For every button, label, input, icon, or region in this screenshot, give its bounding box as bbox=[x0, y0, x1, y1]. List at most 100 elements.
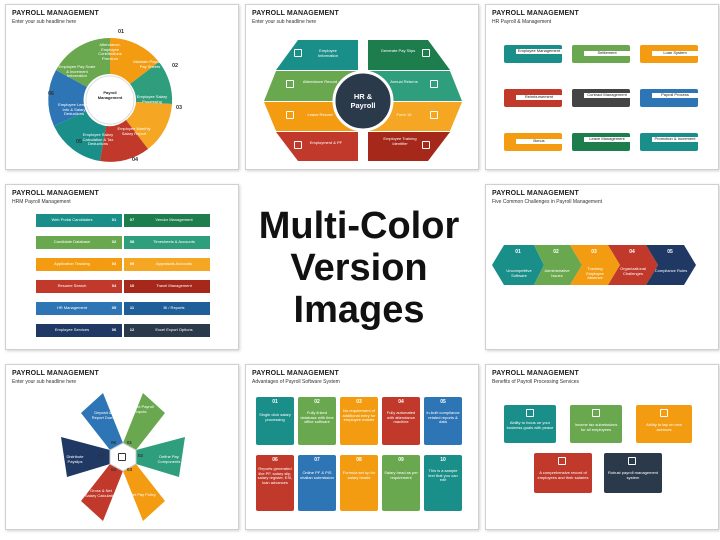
benefit-text-1: Ability to focus on your business goals … bbox=[506, 420, 554, 430]
left-text-6: Employee Services bbox=[54, 327, 90, 332]
right-num-4: 10 bbox=[129, 283, 135, 288]
advantage-num-10: 10 bbox=[440, 457, 446, 463]
challenge-5-text: Compliance Rules bbox=[654, 268, 688, 273]
pf-icon bbox=[294, 141, 302, 149]
step-6-text: Employee Leaves Info & Salary Deductions bbox=[58, 102, 90, 117]
left-num-6: 06 bbox=[111, 327, 117, 332]
grid-label-6: Payroll Process bbox=[652, 92, 698, 98]
advantage-text-8: Formula set up for salary heads bbox=[342, 470, 376, 480]
step-5-text: Employee Salary Calculation & Tax Deduct… bbox=[82, 132, 114, 147]
left-num-1: 01 bbox=[111, 217, 117, 222]
attendance-icon bbox=[286, 80, 294, 88]
right-bar-6 bbox=[124, 324, 210, 337]
benefit-text-5: Robust payroll management system bbox=[607, 470, 659, 480]
step-2-number: 02 bbox=[172, 63, 179, 69]
right-item-1: Generate Pay Slips bbox=[380, 48, 416, 53]
wheel-num-1: 01 bbox=[127, 440, 133, 445]
right-num-6: 12 bbox=[129, 327, 135, 332]
advantage-text-2: Fully linked database with time office s… bbox=[300, 410, 334, 425]
advantage-card-9 bbox=[382, 455, 420, 511]
step-2-text: Maintain Paydas & Pay Sheets bbox=[133, 59, 167, 69]
advantage-num-4: 04 bbox=[398, 399, 404, 405]
right-item-4: Employee Training Identifier bbox=[383, 136, 417, 146]
left-num-2: 02 bbox=[111, 239, 117, 244]
left-text-2: Candidate Database bbox=[53, 239, 91, 244]
wheel-num-5: 05 bbox=[98, 453, 104, 458]
slide-thumbnail-7[interactable]: PAYROLL MANAGEMENT Advantages of Payroll… bbox=[245, 364, 479, 530]
left-item-3: Leave Record bbox=[307, 112, 333, 117]
challenge-2-number: 02 bbox=[553, 249, 559, 255]
slide-subtitle: HRM Payroll Management bbox=[12, 199, 71, 205]
left-text-1: Web Portal Candidates bbox=[51, 217, 93, 222]
right-text-2: Timesheets & Accounts bbox=[153, 239, 195, 244]
challenge-4-text: Organizational Challenges bbox=[620, 266, 646, 276]
right-num-2: 08 bbox=[129, 239, 135, 244]
right-bar-1 bbox=[124, 214, 210, 227]
benefit-card-2 bbox=[570, 405, 622, 443]
advantage-text-9: Salary head as per requirement bbox=[384, 470, 418, 480]
system-icon bbox=[628, 457, 636, 465]
advantage-text-6: Reports generated like PF, salary slip, … bbox=[257, 466, 293, 485]
tax-icon bbox=[592, 409, 600, 417]
slide-thumbnail-1[interactable]: PAYROLL MANAGEMENT Enter your sub headli… bbox=[5, 4, 239, 170]
wheel-item-6: Deposit & Report Dues bbox=[91, 410, 115, 420]
slide-subtitle: Benefits of Payroll Processing Services bbox=[492, 379, 579, 385]
step-7-text: Employee Pay Scale & Increment Informati… bbox=[58, 64, 96, 79]
left-item-1: Employee Information bbox=[317, 48, 338, 58]
challenge-3-number: 03 bbox=[591, 249, 597, 255]
segment-2 bbox=[130, 62, 173, 104]
slide-subtitle: HR Payroll & Management bbox=[492, 19, 552, 25]
wheel-item-3: Set Pay Policy bbox=[130, 492, 156, 497]
left-bar-4 bbox=[36, 280, 122, 293]
left-item-2: Attendance Record bbox=[302, 79, 338, 84]
slide-subtitle: Enter your sub headline here bbox=[252, 19, 317, 25]
wheel-item-1: Collect Payroll Inputs bbox=[128, 404, 154, 414]
wheel-item-2: Define Pay Components bbox=[157, 454, 181, 464]
benefit-text-2: Income tax submissions for all employees bbox=[574, 422, 618, 432]
wheel-num-3: 03 bbox=[127, 467, 133, 472]
advantage-text-10: This is a sample text that you can edit bbox=[428, 468, 458, 483]
wheel-num-6: 06 bbox=[111, 440, 117, 445]
right-num-3: 09 bbox=[129, 261, 135, 266]
benefit-card-3 bbox=[636, 405, 692, 443]
right-bar-5 bbox=[124, 302, 210, 315]
benefit-card-1 bbox=[504, 405, 556, 443]
advantage-card-4 bbox=[382, 397, 420, 445]
right-num-1: 07 bbox=[129, 217, 135, 222]
right-item-2: Annual Returns bbox=[390, 79, 418, 84]
slide-title: PAYROLL MANAGEMENT bbox=[252, 370, 339, 377]
segment-7 bbox=[56, 38, 110, 87]
leave-icon bbox=[286, 111, 294, 119]
slide-thumbnail-3[interactable]: PAYROLL MANAGEMENT HR Payroll & Manageme… bbox=[485, 4, 719, 170]
slide-thumbnail-8[interactable]: PAYROLL MANAGEMENT Benefits of Payroll P… bbox=[485, 364, 719, 530]
benefit-text-3: Ability to tap on new avenues bbox=[646, 422, 682, 432]
right-item-3: Form 16 bbox=[396, 112, 412, 117]
right-bar-4 bbox=[124, 280, 210, 293]
advantage-num-1: 01 bbox=[272, 399, 278, 405]
payslip-icon bbox=[422, 49, 430, 57]
advantage-card-1 bbox=[256, 397, 294, 445]
left-bar-2 bbox=[36, 236, 122, 249]
slide-thumbnail-6[interactable]: PAYROLL MANAGEMENT Enter your sub headli… bbox=[5, 364, 239, 530]
employee-icon bbox=[294, 49, 302, 57]
slide-thumbnail-2[interactable]: PAYROLL MANAGEMENT Enter your sub headli… bbox=[245, 4, 479, 170]
slide-subtitle: Enter your sub headline here bbox=[12, 19, 77, 25]
slide-title: PAYROLL MANAGEMENT bbox=[12, 190, 99, 197]
challenges-hexagons bbox=[492, 245, 696, 285]
left-num-4: 04 bbox=[111, 283, 117, 288]
headline: Multi-Color Version Images bbox=[258, 205, 460, 331]
wheel-num-2: 02 bbox=[138, 453, 144, 458]
advantage-card-10 bbox=[424, 455, 462, 511]
wheel-item-5: Distribute Payslips bbox=[66, 454, 84, 464]
slide-title: PAYROLL MANAGEMENT bbox=[492, 190, 579, 197]
record-icon bbox=[558, 457, 566, 465]
step-3-number: 03 bbox=[176, 105, 183, 111]
slide-thumbnail-5[interactable]: PAYROLL MANAGEMENT Five Common Challenge… bbox=[485, 184, 719, 350]
slide-thumbnail-4[interactable]: PAYROLL MANAGEMENT HRM Payroll Managemen… bbox=[5, 184, 239, 350]
advantage-card-8 bbox=[340, 455, 378, 511]
slide-title: PAYROLL MANAGEMENT bbox=[492, 370, 579, 377]
right-text-1: Vendor Management bbox=[155, 217, 193, 222]
segment-5 bbox=[54, 111, 106, 161]
grid-label-9: Promotion & Increment bbox=[652, 136, 698, 142]
advantage-text-7: Online PF & PIS challan submission bbox=[300, 470, 334, 480]
